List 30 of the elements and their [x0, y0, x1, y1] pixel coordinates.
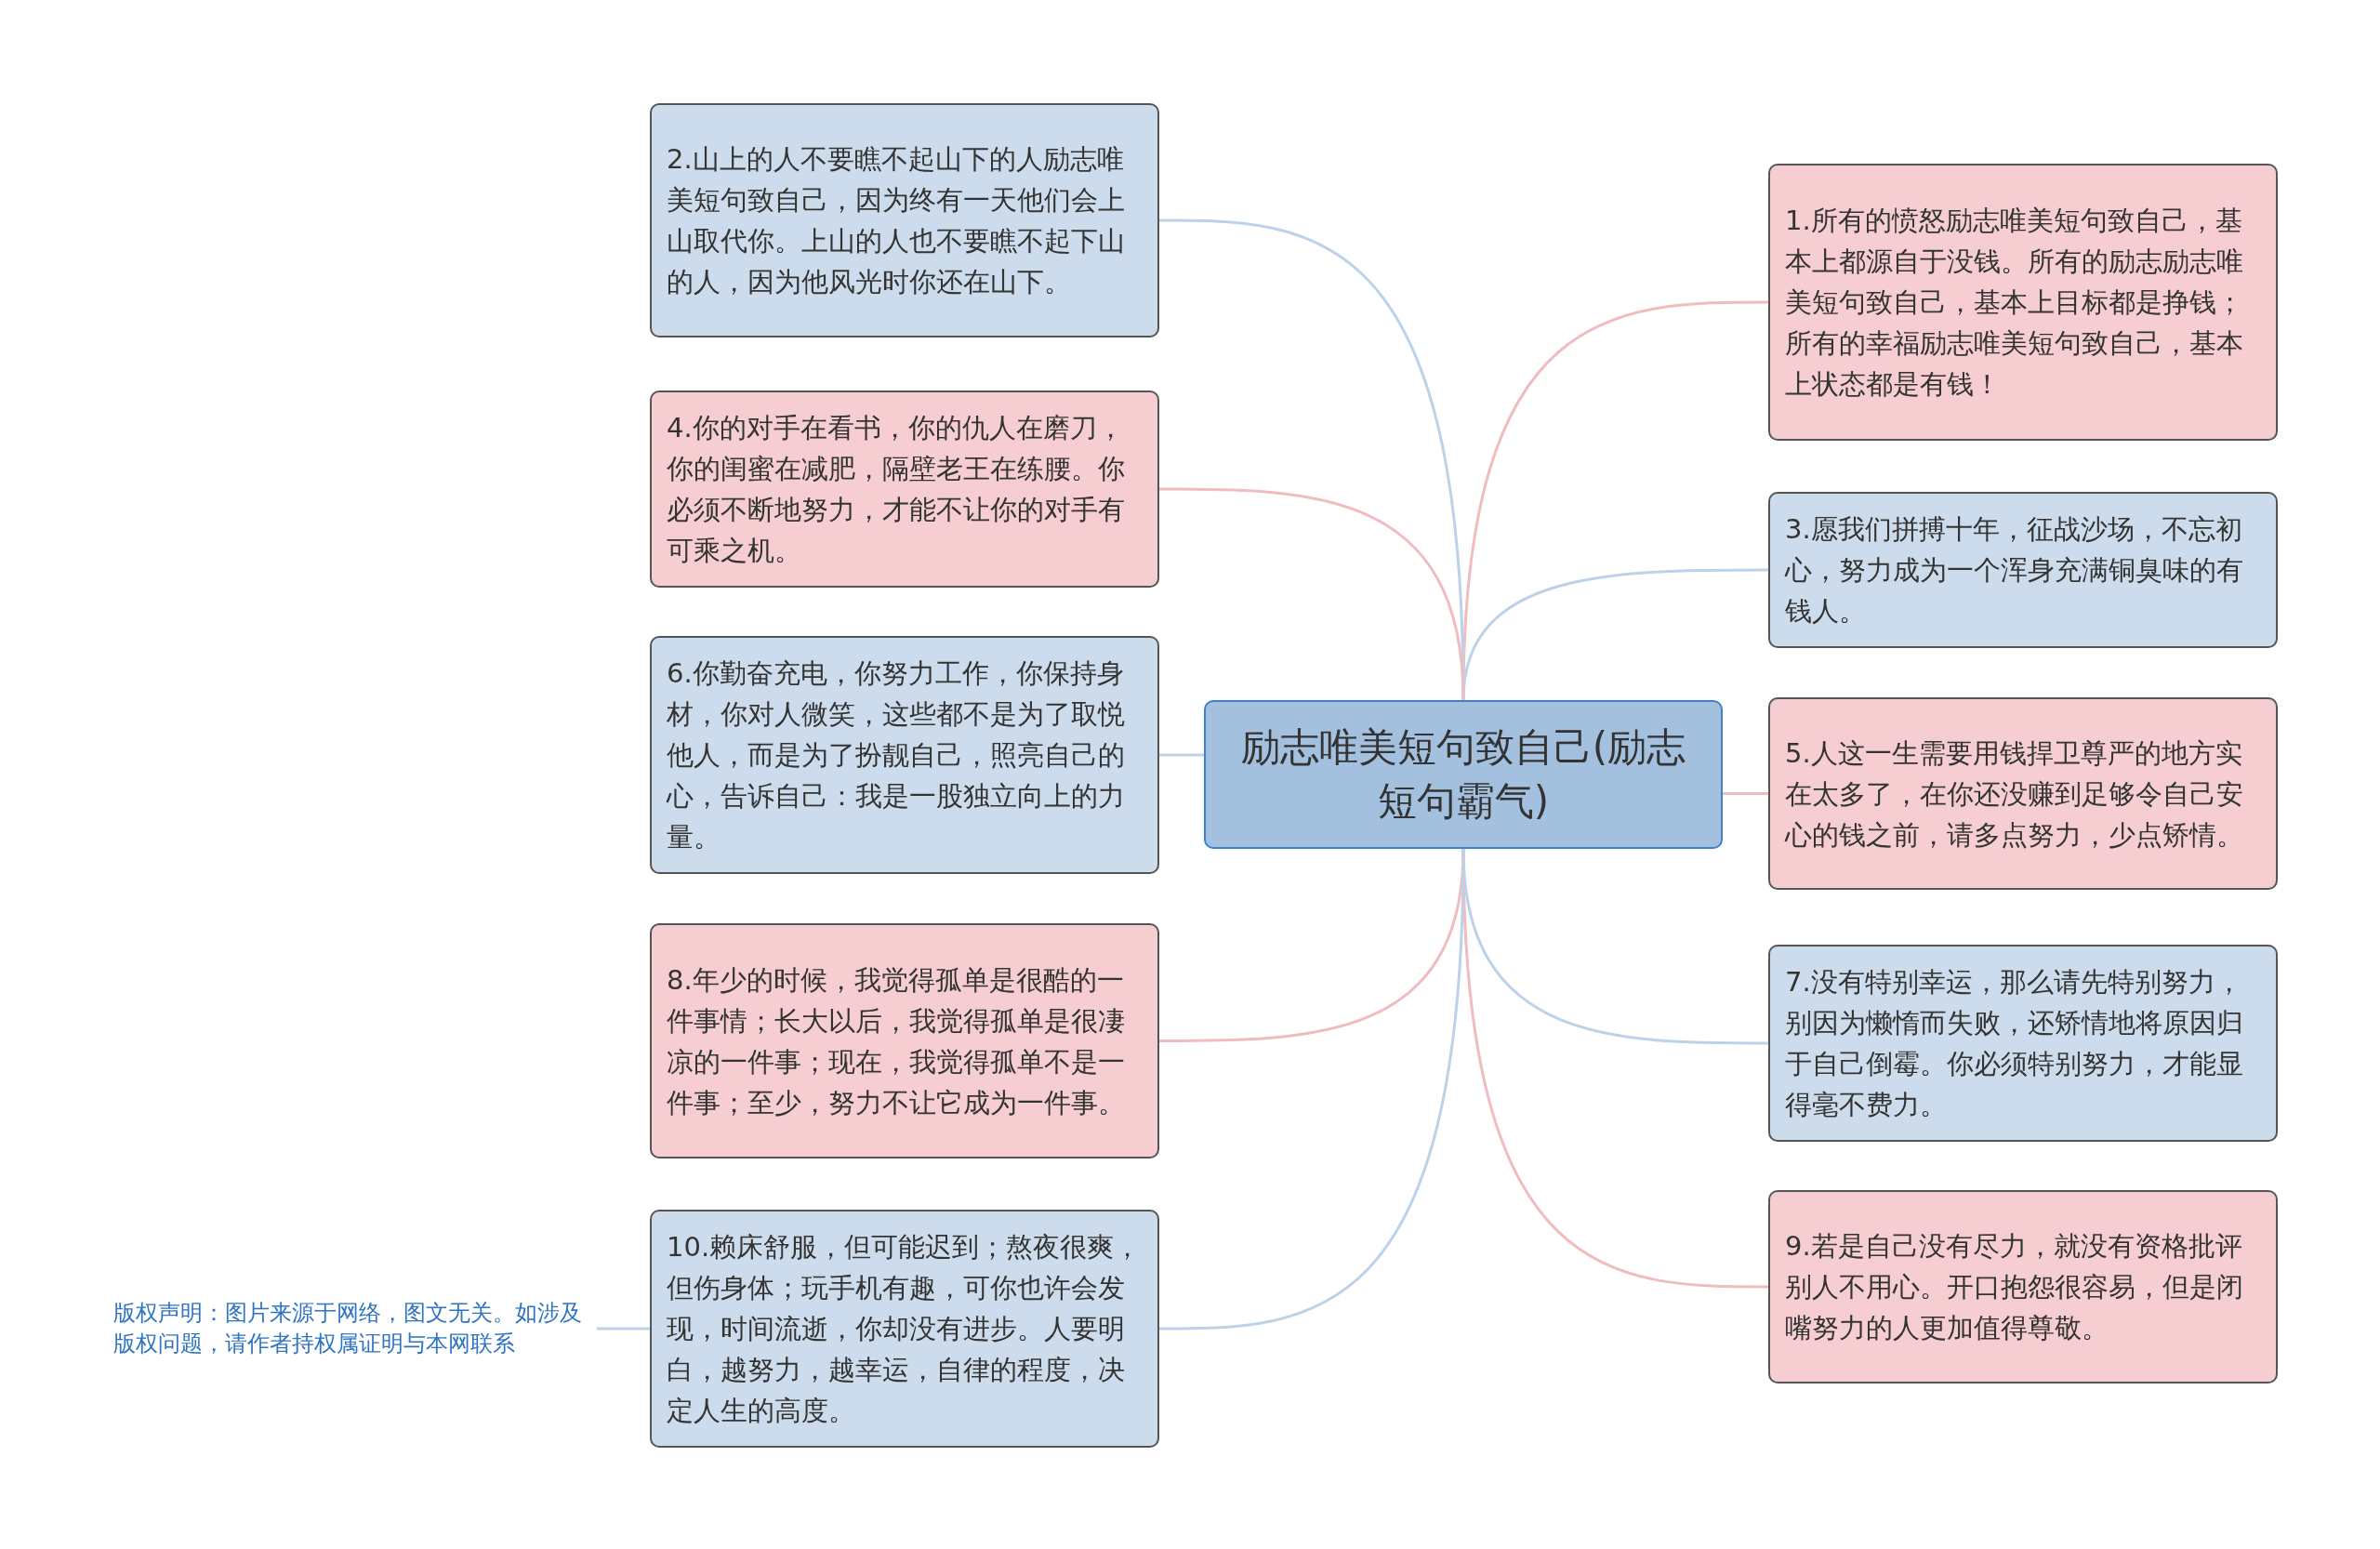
topic-box	[650, 103, 1159, 338]
topic-text: 3.愿我们拼搏十年，征战沙场，不忘初心，努力成为一个浑身充满铜臭味的有钱人。	[1785, 512, 2244, 629]
copyright-note: 版权声明：图片来源于网络，图文无关。如涉及版权问题，请作者持权属证明与本网联系	[113, 1298, 597, 1359]
topic-box	[1768, 1190, 2278, 1384]
topic-text: 9.若是自己没有尽力，就没有资格批评别人不用心。开口抱怨很容易，但是闭嘴努力的人更加值得尊敬。	[1785, 1229, 2244, 1345]
topic-text: 2.山上的人不要瞧不起山下的人励志唯美短句致自己，因为终有一天他们会上山取代你。上山的人也不要瞧不起下山的人，因为他风光时你还在山下。	[667, 142, 1126, 299]
connector-line	[1723, 792, 1768, 795]
topic-box	[1768, 945, 2278, 1142]
topic-box	[1768, 164, 2278, 441]
topic-box	[650, 923, 1159, 1158]
connector-line	[1461, 568, 1768, 701]
topic-text: 4.你的对手在看书，你的仇人在磨刀，你的闺蜜在减肥，隔壁老王在练腰。你必须不断地努力，才能不让你的对手有可乘之机。	[667, 411, 1126, 568]
topic-box	[650, 391, 1159, 588]
topic-text: 10.赖床舒服，但可能迟到；熬夜很爽，但伤身体；玩手机有趣，可你也许会发现，时间流逝，你却没有进步。人要明白，越努力，越幸运，自律的程度，决定人生的高度。	[667, 1230, 1143, 1428]
central-topic-box	[1204, 700, 1723, 849]
connector-line	[1159, 487, 1465, 701]
topic-text: 6.你勤奋充电，你努力工作，你保持身材，你对人微笑，这些都不是为了取悦他人，而是为了扮靓自己，照亮自己的心，告诉自己：我是一股独立向上的力量。	[667, 656, 1126, 854]
connector-line	[1159, 848, 1465, 1331]
topic-text: 8.年少的时候，我觉得孤单是很酷的一件事情；长大以后，我觉得孤单是很凄凉的一件事；现在，我觉得孤单不是一件事；至少，努力不让它成为一件事。	[667, 962, 1126, 1120]
connector-line	[1461, 848, 1768, 1289]
topic-box	[650, 1210, 1159, 1448]
topic-box	[650, 636, 1159, 874]
topic-text: 7.没有特别幸运，那么请先特别努力，别因为懒惰而失败，还矫情地将原因归于自己倒霉。你必须特别努力，才能显得毫不费力。	[1785, 965, 2244, 1122]
connector-line	[1159, 753, 1204, 757]
topic-box	[1768, 492, 2278, 648]
topic-text: 1.所有的愤怒励志唯美短句致自己，基本上都源自于没钱。所有的励志励志唯美短句致自己，基本上目标都是挣钱；所有的幸福励志唯美短句致自己，基本上状态都是有钱！	[1785, 204, 2244, 402]
topic-box	[1768, 697, 2278, 890]
topic-text: 5.人这一生需要用钱捍卫尊严的地方实在太多了，在你还没赚到足够令自己安心的钱之前，请多点努力，少点矫情。	[1785, 735, 2244, 853]
connector-line	[597, 1327, 650, 1331]
topic-text: 励志唯美短句致自己(励志短句霸气)	[1239, 723, 1687, 826]
